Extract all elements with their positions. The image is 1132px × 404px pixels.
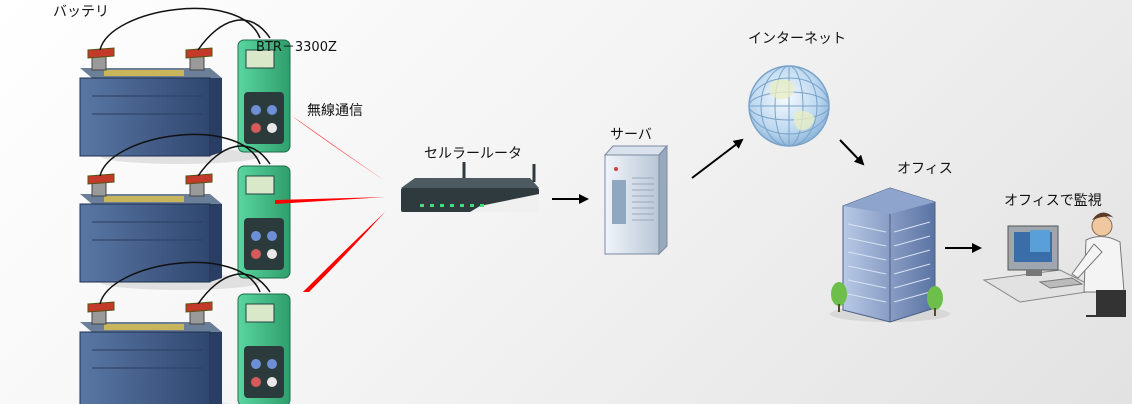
router-label: セルラールータ [424,146,522,162]
office-building [830,187,950,323]
server-tower [603,144,669,256]
monitoring-workstation [982,212,1126,317]
monitor-label: オフィスで監視 [1004,193,1102,209]
office-label: オフィス [897,161,953,177]
cellular-router [401,162,539,212]
wireless-signal-top [292,116,385,181]
battery-label: バッテリ [53,4,109,20]
arrow-server-to-internet [691,138,744,179]
tester-model-label: BTR－3300Z [256,40,337,55]
wireless-signal-middle [275,197,385,204]
wireless-signals [275,116,385,292]
wireless-label: 無線通信 [307,103,363,119]
internet-label: インターネット [748,31,846,47]
server-label: サーバ [610,127,652,143]
internet-globe [748,65,830,147]
battery-unit-1 [79,7,291,165]
arrow-internet-to-office [839,139,865,166]
